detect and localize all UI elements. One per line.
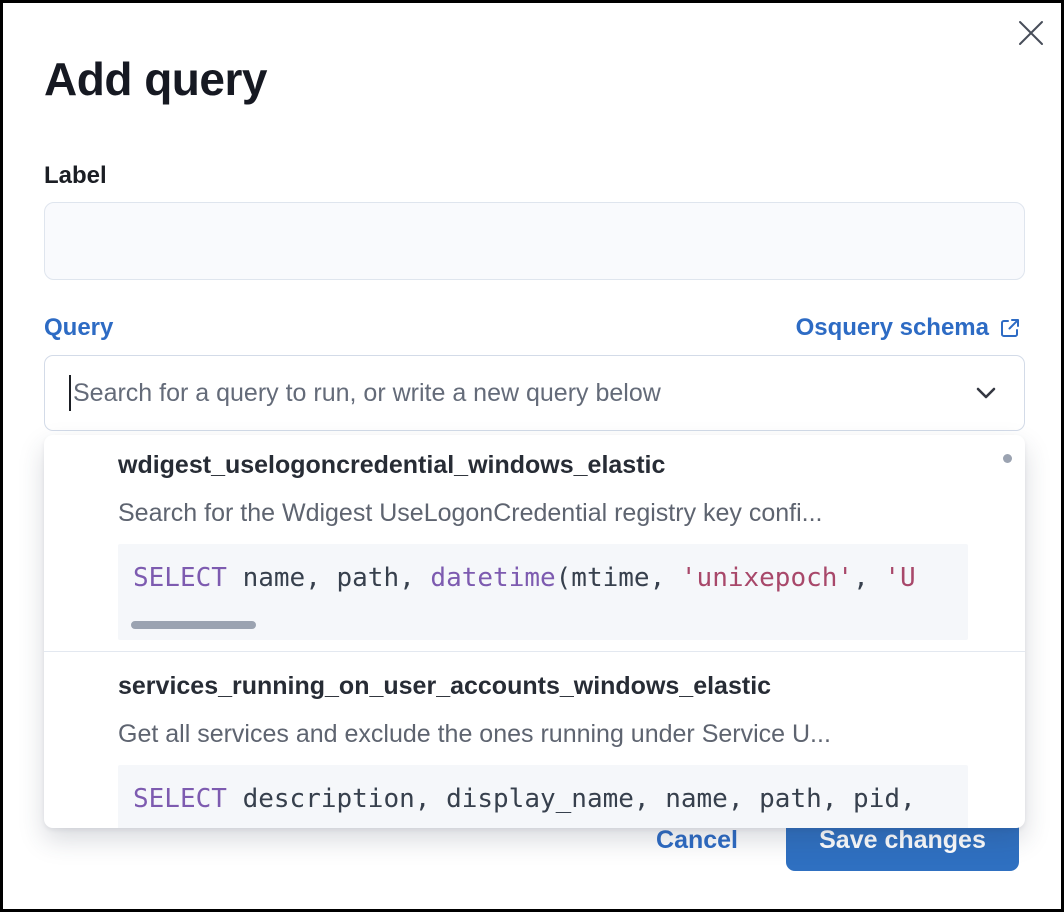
text-caret: [69, 375, 71, 411]
label-field-label: Label: [44, 162, 107, 189]
query-field-label: Query: [44, 314, 114, 341]
close-icon[interactable]: [1013, 15, 1049, 51]
query-option-sql-preview: SELECT name, path, datetime(mtime, 'unix…: [118, 544, 968, 640]
code-horizontal-scrollbar-thumb[interactable]: [131, 621, 256, 629]
query-option[interactable]: services_running_on_user_accounts_window…: [44, 651, 1025, 828]
label-input[interactable]: [44, 202, 1025, 280]
dropdown-vertical-scrollbar-thumb[interactable]: [1003, 454, 1012, 463]
query-suggestions-dropdown: wdigest_uselogoncredential_windows_elast…: [44, 435, 1025, 828]
query-option[interactable]: wdigest_uselogoncredential_windows_elast…: [44, 435, 1025, 651]
sql-code-line: SELECT name, path, datetime(mtime, 'unix…: [133, 563, 916, 593]
query-option-description: Get all services and exclude the ones ru…: [118, 720, 831, 748]
query-option-title: wdigest_uselogoncredential_windows_elast…: [118, 451, 666, 479]
query-option-title: services_running_on_user_accounts_window…: [118, 672, 772, 700]
osquery-schema-link-label: Osquery schema: [795, 314, 989, 341]
query-combobox-placeholder: Search for a query to run, or write a ne…: [73, 378, 661, 407]
query-combobox[interactable]: Search for a query to run, or write a ne…: [44, 355, 1025, 431]
query-option-sql-preview: SELECT description, display_name, name, …: [118, 765, 968, 828]
query-options-list: wdigest_uselogoncredential_windows_elast…: [44, 435, 1025, 828]
query-option-description: Search for the Wdigest UseLogonCredentia…: [118, 499, 823, 527]
sql-code-line: SELECT description, display_name, name, …: [133, 784, 916, 814]
chevron-down-icon[interactable]: [972, 379, 1000, 407]
external-link-icon: [1001, 319, 1019, 337]
osquery-schema-link[interactable]: Osquery schema: [796, 313, 1021, 343]
modal-title: Add query: [44, 53, 267, 105]
cancel-button[interactable]: Cancel: [656, 825, 738, 854]
